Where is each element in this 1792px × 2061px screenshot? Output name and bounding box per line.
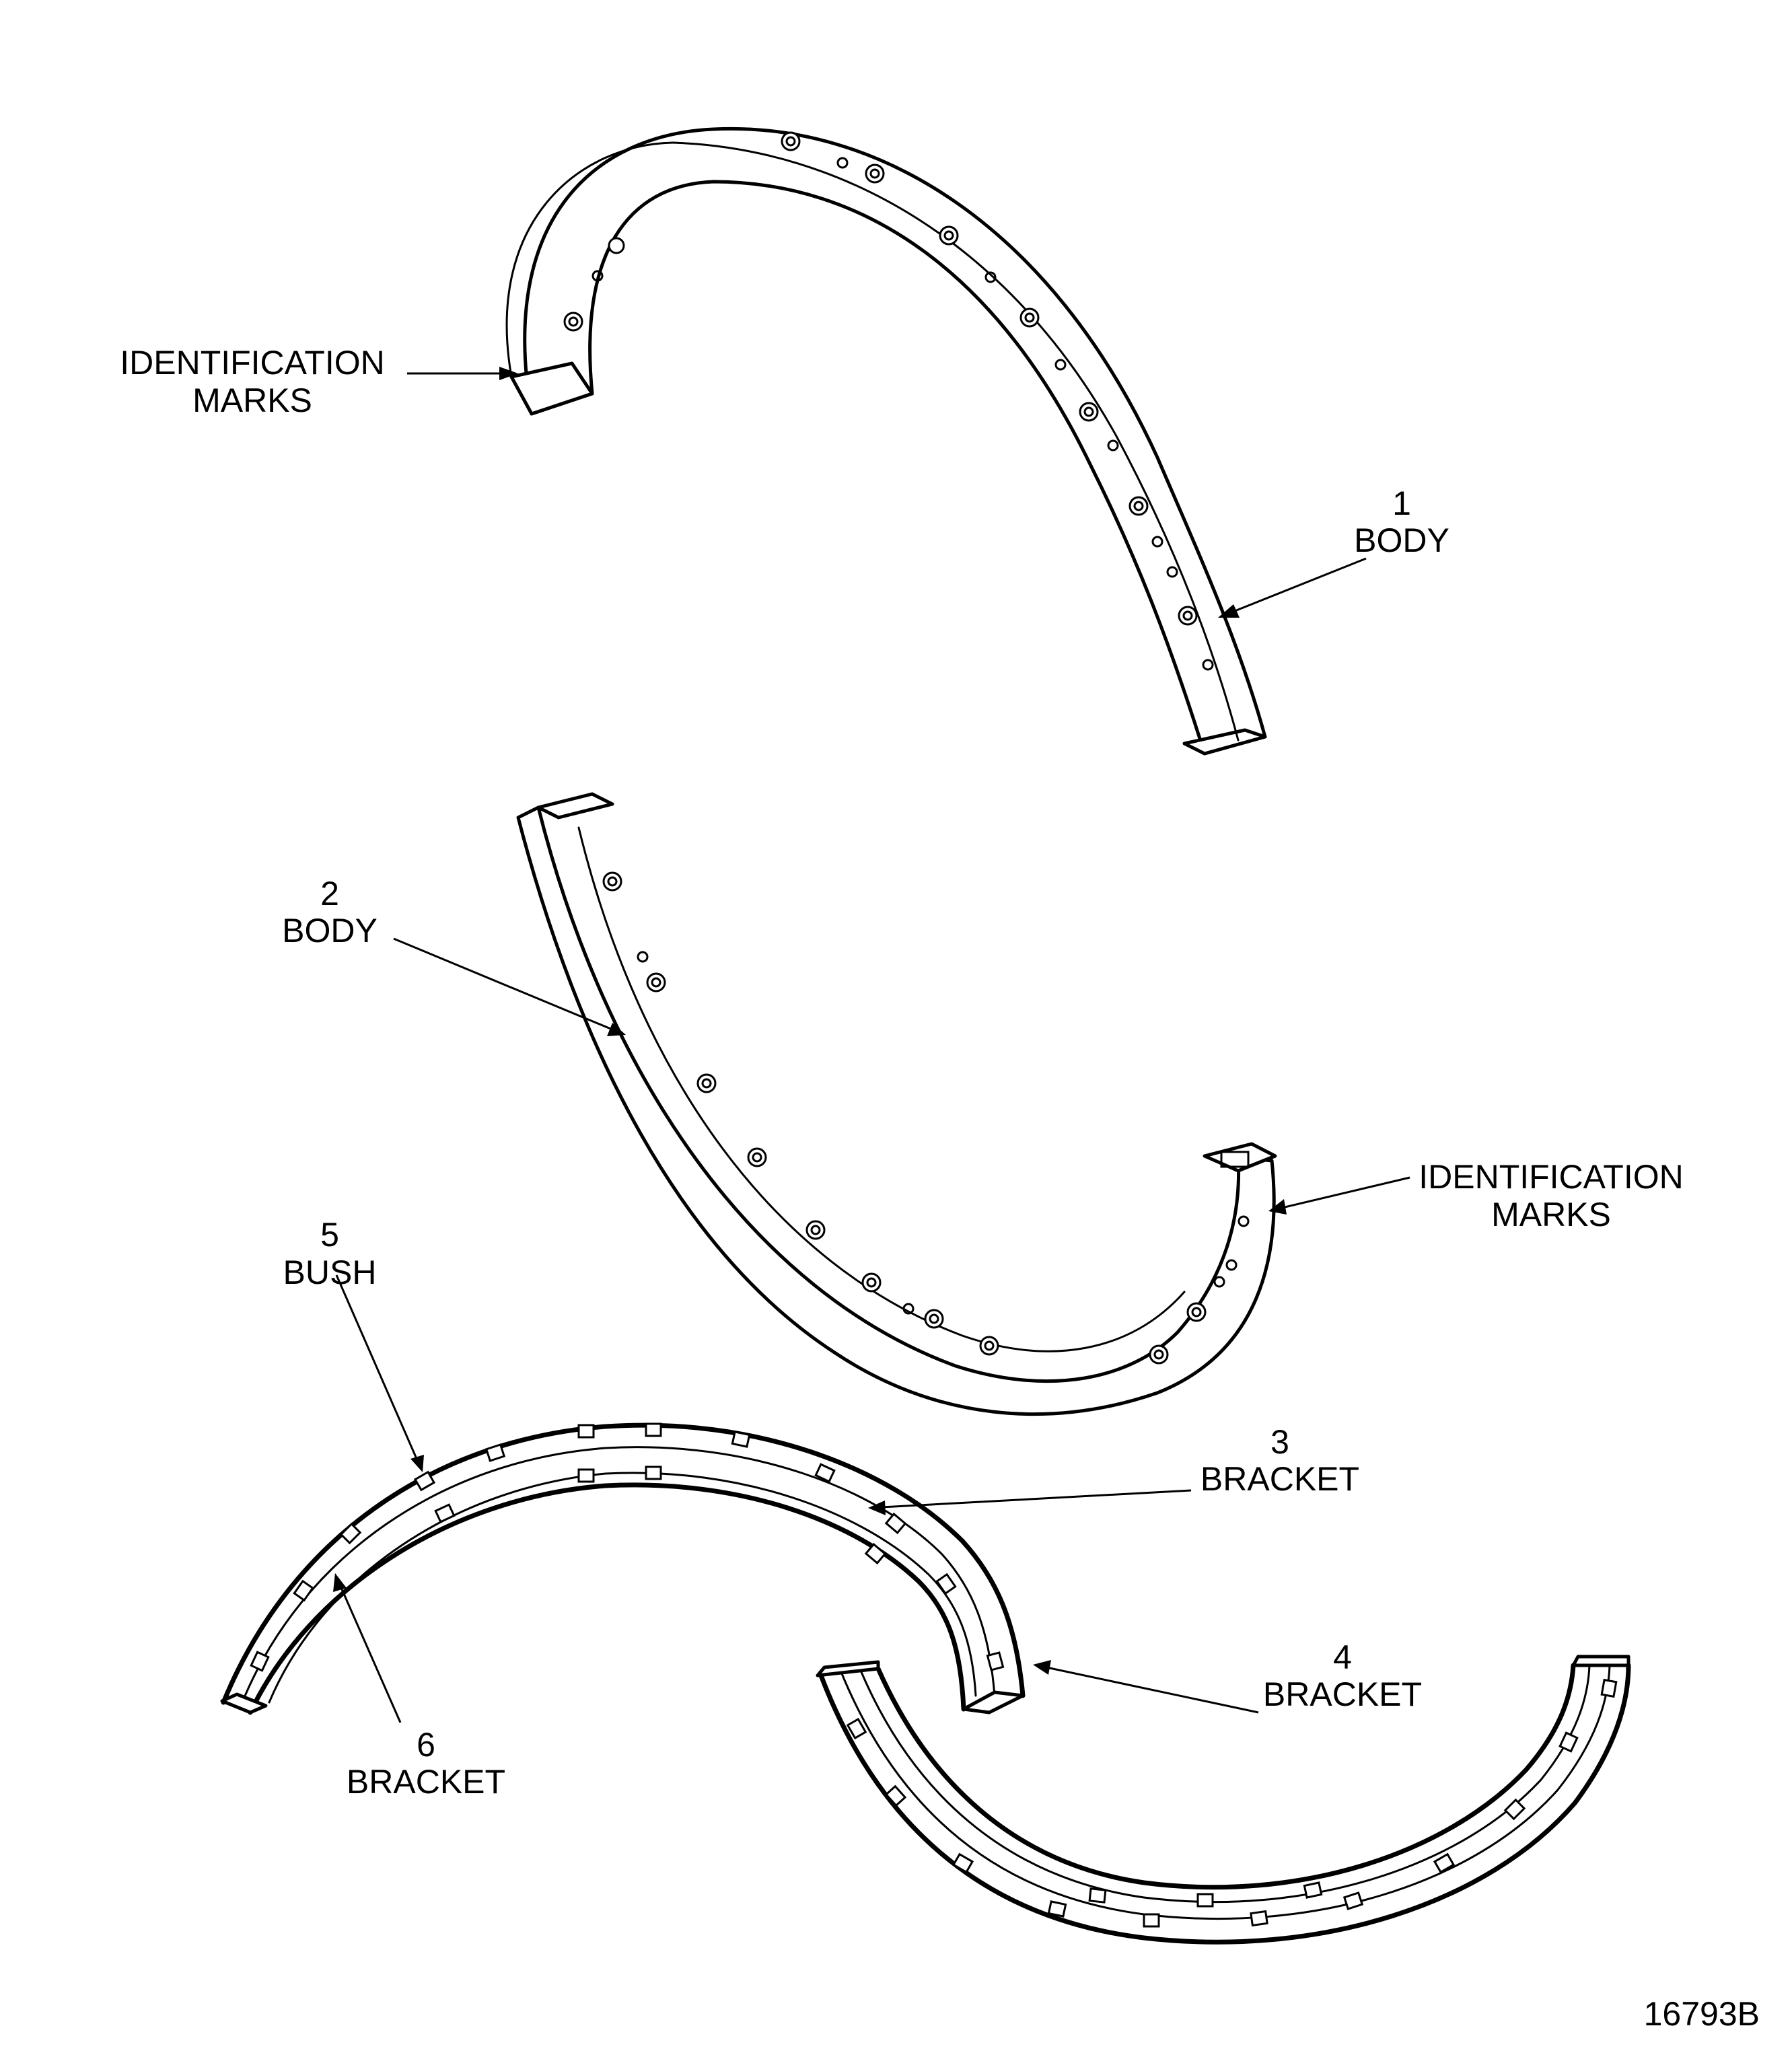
bracket-6-rail [268,1472,977,1704]
figure-id: 16793B [1644,1995,1760,2033]
body-1-end-right [1182,728,1267,756]
bracket-6-inner-edge [248,1482,966,1715]
body-2-name: BODY [282,912,378,949]
bracket-3-number: 3 [1270,1423,1289,1461]
body-1-number: 1 [1392,484,1411,522]
body-2-number: 2 [320,875,339,912]
bracket-3-6-assembly [220,1422,1026,1715]
body-1-holes [563,131,1214,671]
body-1-name: BODY [1354,521,1449,559]
bush-5-number: 5 [320,1216,339,1254]
bracket-4-rail-1 [840,1664,1611,1920]
bracket-4-rail-2 [860,1664,1591,1904]
bracket-4-name: BRACKET [1263,1675,1422,1713]
body-2-end-top [536,792,614,820]
bracket-3-inner-rail [241,1446,996,1704]
bracket-4-outer-edge [818,1663,1631,1945]
bracket-6-name: BRACKET [347,1763,505,1801]
body-2-part [516,792,1277,1416]
bracket-4-inner-edge [875,1663,1576,1890]
id-marks-top-line1: IDENTIFICATION [120,344,385,382]
body-2-edge [577,826,1186,1352]
bracket-3-outer-edge [221,1422,1026,1705]
bracket-4-number: 4 [1333,1638,1352,1676]
bracket-6-number: 6 [417,1726,435,1764]
bush-5-name: BUSH [283,1254,377,1291]
callout-labels: IDENTIFICATION MARKS 1 BODY 2 BODY IDENT… [120,344,1760,2033]
leader-lines [333,367,1410,1723]
body-1-edge [672,141,1240,742]
body-1-part [505,126,1267,756]
bracket-4-part [816,1655,1631,1945]
bracket-3-name: BRACKET [1200,1460,1359,1498]
bush-5-fittings [250,1422,1005,1672]
body-1-outline [523,126,1267,756]
body-2-outline [516,805,1276,1416]
id-marks-right-line1: IDENTIFICATION [1419,1158,1684,1196]
body-1-end-left [509,361,594,416]
id-marks-top-line2: MARKS [192,382,312,419]
bracket-4-fittings [846,1678,1618,1928]
id-marks-right-line2: MARKS [1491,1196,1611,1233]
body-2-holes [602,871,1250,1365]
